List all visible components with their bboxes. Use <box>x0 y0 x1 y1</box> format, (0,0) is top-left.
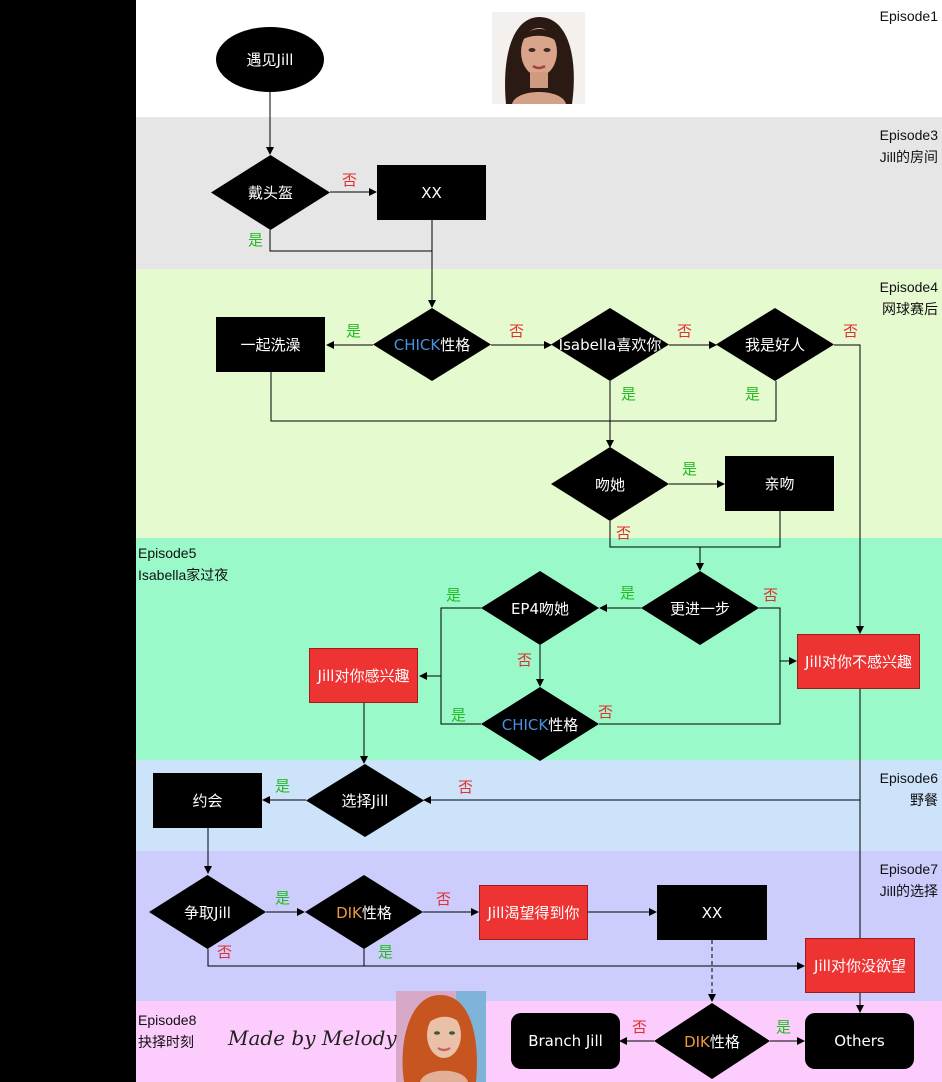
episode8-title: Episode8 <box>138 1012 197 1028</box>
label-isabella-no: 否 <box>677 322 693 340</box>
node-others[interactable]: Others <box>805 1013 914 1069</box>
label-kiss-no: 否 <box>616 524 632 542</box>
decision-fight-jill[interactable]: 争取Jill <box>149 875 266 949</box>
decision-helmet[interactable]: 戴头盔 <box>211 155 330 230</box>
decision-kiss-her[interactable]: 吻她 <box>551 447 669 521</box>
node-kiss[interactable]: 亲吻 <box>725 456 834 511</box>
episode4-subtitle: 网球赛后 <box>882 301 938 317</box>
node-xx-2[interactable]: XX <box>657 885 767 940</box>
decision-isabella-likes[interactable]: Isabella喜欢你 <box>551 308 669 381</box>
label-chick2-no: 否 <box>598 703 614 721</box>
label-choose-yes: 是 <box>275 777 291 795</box>
edge-chick2-no <box>599 661 781 725</box>
decision-chick-1[interactable]: CHICK性格 <box>373 308 491 381</box>
edge-helmet-yes-chick <box>269 230 432 252</box>
node-bath-together[interactable]: 一起洗澡 <box>216 317 325 372</box>
episode5-subtitle: Isabella家过夜 <box>138 567 229 583</box>
edge-ep4-yes <box>419 607 481 680</box>
node-jill-wants-you[interactable]: Jill渴望得到你 <box>479 885 588 940</box>
episode4-label: Episode4 网球赛后 <box>880 276 938 320</box>
node-xx-1[interactable]: XX <box>377 165 486 220</box>
edge-further-no <box>759 607 797 665</box>
label-goodguy-yes: 是 <box>745 385 761 403</box>
node-branch-jill[interactable]: Branch Jill <box>511 1013 620 1069</box>
edge-fight-no <box>207 949 805 970</box>
label-chick2-yes: 是 <box>451 706 467 724</box>
episode6-title: Episode6 <box>879 770 938 786</box>
label-dik2-no: 否 <box>632 1018 648 1036</box>
label-further-yes: 是 <box>620 584 636 602</box>
label-goodguy-no: 否 <box>843 322 859 340</box>
episode8-label: Episode8 抉择时刻 <box>138 1009 196 1053</box>
label-helmet-yes: 是 <box>248 231 264 249</box>
label-ep4-no: 否 <box>517 651 533 669</box>
decision-ep4-kiss[interactable]: EP4吻她 <box>481 571 599 645</box>
episode5-title: Episode5 <box>138 545 197 561</box>
edge-chick2-yes <box>440 676 481 725</box>
label-isabella-yes: 是 <box>621 385 637 403</box>
label-fight-no: 否 <box>217 943 233 961</box>
episode6-subtitle: 野餐 <box>910 792 938 808</box>
node-date[interactable]: 约会 <box>153 773 262 828</box>
jill-portrait-photo <box>492 12 585 104</box>
edge-kiss-done <box>700 511 781 548</box>
label-dik1-no: 否 <box>436 890 452 908</box>
label-dik1-yes: 是 <box>378 943 394 961</box>
jill-portrait-photo-2 <box>396 991 486 1082</box>
signature-text: Made by Melody <box>228 1026 397 1050</box>
episode1-label: Episode1 <box>879 8 938 24</box>
label-chick1-yes: 是 <box>346 322 362 340</box>
episode3-title: Episode3 <box>879 127 938 143</box>
label-choose-no: 否 <box>458 778 474 796</box>
label-helmet-no: 否 <box>342 171 358 189</box>
episode4-title: Episode4 <box>879 279 938 295</box>
label-chick1-no: 否 <box>509 322 525 340</box>
episode3-subtitle: Jill的房间 <box>879 149 938 165</box>
edge-goodguy-no-right <box>834 344 864 634</box>
episode6-label: Episode6 野餐 <box>880 767 938 811</box>
decision-choose-jill[interactable]: 选择Jill <box>306 764 424 837</box>
label-further-no: 否 <box>763 586 779 604</box>
band-episode6 <box>136 760 942 851</box>
node-meet-jill[interactable]: 遇见Jill <box>216 27 324 92</box>
label-dik2-yes: 是 <box>776 1018 792 1036</box>
episode8-subtitle: 抉择时刻 <box>138 1034 194 1050</box>
decision-good-guy[interactable]: 我是好人 <box>716 308 834 381</box>
edge-bath-join <box>270 372 776 422</box>
label-kiss-yes: 是 <box>682 460 698 478</box>
node-jill-not-interested[interactable]: Jill对你不感兴趣 <box>797 634 920 689</box>
label-fight-yes: 是 <box>275 889 291 907</box>
episode7-title: Episode7 <box>879 861 938 877</box>
decision-chick-2[interactable]: CHICK性格 <box>481 687 599 761</box>
decision-further[interactable]: 更进一步 <box>641 571 759 645</box>
edge-kiss-no <box>609 521 700 548</box>
decision-dik-1[interactable]: DIK性格 <box>305 875 423 949</box>
episode7-subtitle: Jill的选择 <box>879 883 938 899</box>
node-jill-no-desire[interactable]: Jill对你没欲望 <box>805 938 915 993</box>
decision-dik-2[interactable]: DIK性格 <box>654 1003 770 1079</box>
node-jill-interested[interactable]: Jill对你感兴趣 <box>309 648 418 703</box>
left-black-bar <box>0 0 136 1082</box>
label-ep4-yes: 是 <box>446 586 462 604</box>
